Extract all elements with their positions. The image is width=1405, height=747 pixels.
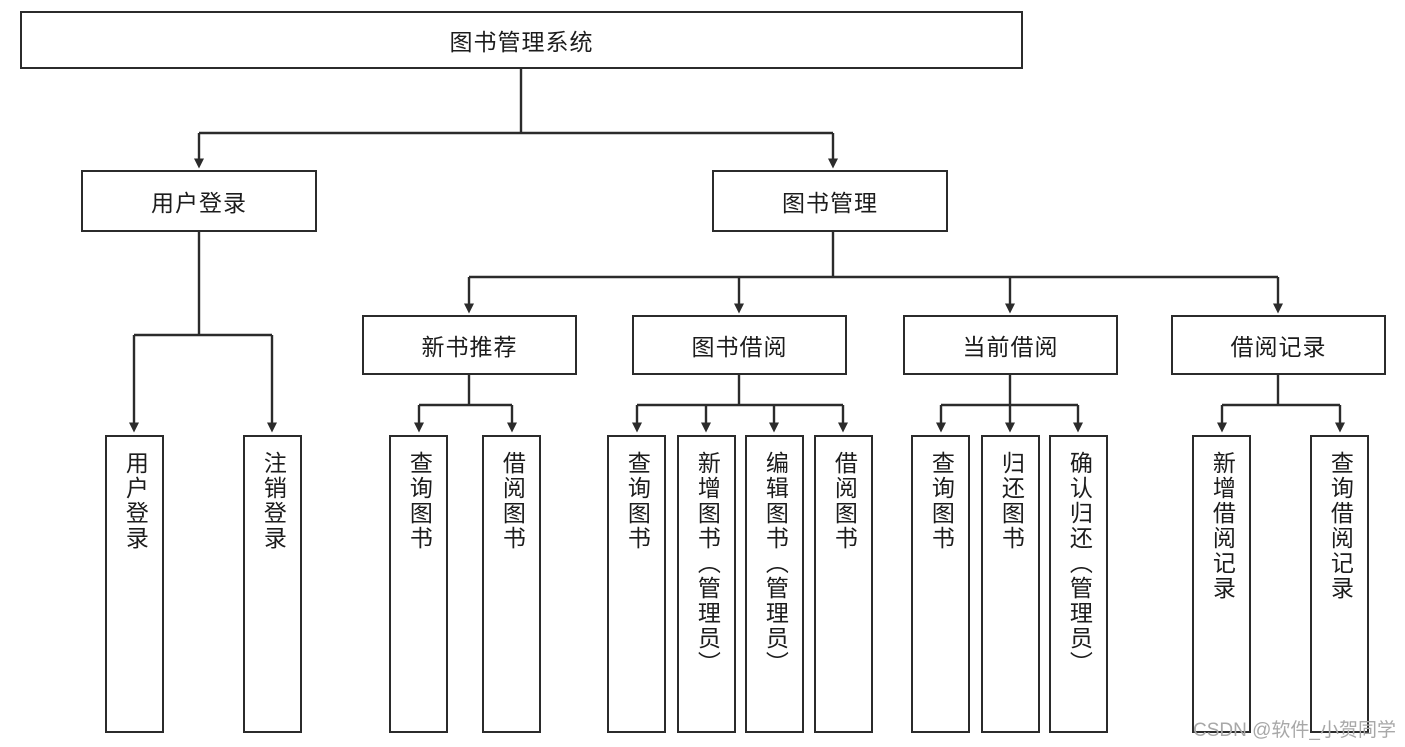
node-leaf-confirm-return-label: 确认归还（管理员） xyxy=(1066,451,1093,676)
node-leaf-borrow-book-1-label: 借阅图书 xyxy=(499,451,526,551)
csdn-watermark: CSDN @软件_小贺同学 xyxy=(1193,720,1396,741)
node-root-label: 图书管理系统 xyxy=(449,29,594,55)
node-leaf-confirm-return[interactable]: 确认归还（管理员） xyxy=(1049,435,1108,733)
node-leaf-user-login-label: 用户登录 xyxy=(122,451,149,551)
node-leaf-user-logout-label: 注销登录 xyxy=(260,451,287,551)
node-leaf-return-book-label: 归还图书 xyxy=(998,451,1025,551)
node-leaf-return-book[interactable]: 归还图书 xyxy=(981,435,1040,733)
node-root[interactable]: 图书管理系统 xyxy=(20,11,1023,69)
node-leaf-query-book-2-label: 查询图书 xyxy=(624,451,651,551)
node-new-book-rec[interactable]: 新书推荐 xyxy=(362,315,577,375)
node-new-book-rec-label: 新书推荐 xyxy=(421,334,518,360)
node-leaf-query-record-label: 查询借阅记录 xyxy=(1327,451,1354,601)
node-user-login[interactable]: 用户登录 xyxy=(81,170,317,232)
node-current-borrow-label: 当前借阅 xyxy=(962,334,1059,360)
node-leaf-add-book-label: 新增图书（管理员） xyxy=(694,451,721,676)
node-leaf-query-book-3-label: 查询图书 xyxy=(928,451,955,551)
node-leaf-query-book-1[interactable]: 查询图书 xyxy=(389,435,448,733)
node-leaf-add-record-label: 新增借阅记录 xyxy=(1209,451,1236,601)
node-leaf-query-book-2[interactable]: 查询图书 xyxy=(607,435,666,733)
node-leaf-edit-book[interactable]: 编辑图书（管理员） xyxy=(745,435,804,733)
node-leaf-borrow-book-2[interactable]: 借阅图书 xyxy=(814,435,873,733)
node-leaf-query-book-1-label: 查询图书 xyxy=(406,451,433,551)
node-leaf-borrow-book-2-label: 借阅图书 xyxy=(831,451,858,551)
node-leaf-add-record[interactable]: 新增借阅记录 xyxy=(1192,435,1251,733)
node-book-borrow[interactable]: 图书借阅 xyxy=(632,315,847,375)
node-leaf-borrow-book-1[interactable]: 借阅图书 xyxy=(482,435,541,733)
node-leaf-query-record[interactable]: 查询借阅记录 xyxy=(1310,435,1369,733)
node-book-manage[interactable]: 图书管理 xyxy=(712,170,948,232)
node-leaf-user-login[interactable]: 用户登录 xyxy=(105,435,164,733)
node-leaf-add-book[interactable]: 新增图书（管理员） xyxy=(677,435,736,733)
node-book-manage-label: 图书管理 xyxy=(782,190,878,216)
node-leaf-query-book-3[interactable]: 查询图书 xyxy=(911,435,970,733)
node-user-login-label: 用户登录 xyxy=(151,190,247,216)
node-borrow-record[interactable]: 借阅记录 xyxy=(1171,315,1386,375)
node-leaf-edit-book-label: 编辑图书（管理员） xyxy=(762,451,789,676)
node-current-borrow[interactable]: 当前借阅 xyxy=(903,315,1118,375)
node-borrow-record-label: 借阅记录 xyxy=(1230,334,1327,360)
node-leaf-user-logout[interactable]: 注销登录 xyxy=(243,435,302,733)
node-book-borrow-label: 图书借阅 xyxy=(691,334,788,360)
